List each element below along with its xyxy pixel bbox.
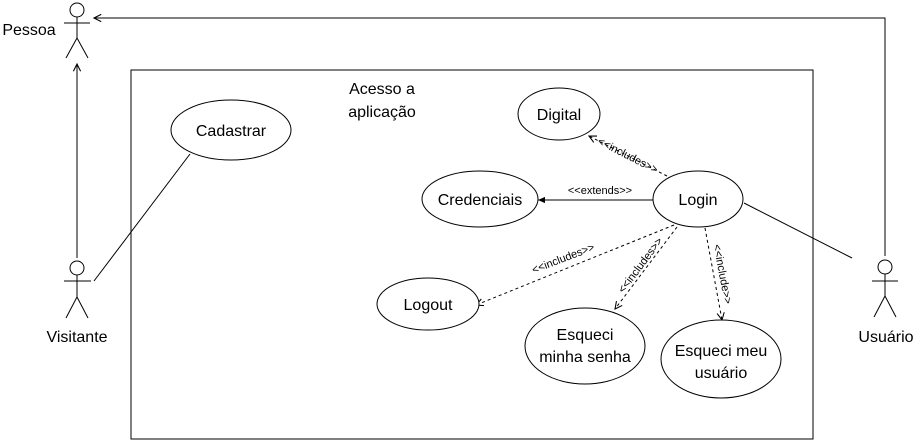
association-visitante-cadastrar bbox=[93, 153, 191, 282]
use-case-cadastrar: Cadastrar bbox=[170, 99, 292, 161]
system-title-line2: aplicação bbox=[348, 104, 416, 121]
actor-pessoa-label: Pessoa bbox=[2, 22, 55, 39]
use-case-digital: Digital bbox=[517, 87, 601, 141]
includes-senha-label: <<includes>> bbox=[616, 236, 665, 296]
actor-usuario bbox=[872, 259, 898, 318]
use-case-esqueci-senha-label-line1: Esqueci bbox=[557, 327, 614, 344]
use-case-esqueci-senha-label-line2: minha senha bbox=[539, 349, 631, 366]
actor-visitante-label: Visitante bbox=[46, 329, 107, 346]
includes-login-digital bbox=[589, 136, 668, 177]
use-case-esqueci-senha: Esqueci minha senha bbox=[524, 307, 646, 385]
actor-visitante bbox=[64, 260, 91, 319]
use-case-login: Login bbox=[652, 170, 744, 228]
include-usuario-label: <<include>> bbox=[710, 243, 733, 305]
association-usuario-login bbox=[743, 202, 853, 259]
generalization-usuario-pessoa bbox=[94, 18, 886, 256]
use-case-credenciais: Credenciais bbox=[421, 170, 539, 228]
use-case-esqueci-usuario: Esqueci meu usuário bbox=[660, 319, 782, 399]
system-title-line1: Acesso a bbox=[349, 81, 415, 98]
use-case-esqueci-usuario-label-line2: usuário bbox=[695, 365, 748, 382]
includes-logout-label: <<includes>> bbox=[530, 241, 596, 276]
use-case-esqueci-usuario-label-line1: Esqueci meu bbox=[675, 343, 768, 360]
use-case-logout-label: Logout bbox=[404, 297, 453, 314]
use-case-digital-label: Digital bbox=[537, 107, 581, 124]
includes-login-senha bbox=[615, 226, 678, 309]
actor-pessoa bbox=[64, 2, 90, 59]
use-case-logout: Logout bbox=[376, 277, 480, 331]
use-case-cadastrar-label: Cadastrar bbox=[196, 123, 267, 140]
actor-usuario-label: Usuário bbox=[858, 329, 913, 346]
extends-credenciais-label: <<extends>> bbox=[568, 185, 632, 197]
system-boundary bbox=[130, 69, 814, 440]
use-case-login-label: Login bbox=[678, 192, 717, 209]
use-case-credenciais-label: Credenciais bbox=[438, 192, 522, 209]
includes-digital-label: <<includes>> bbox=[595, 136, 659, 177]
